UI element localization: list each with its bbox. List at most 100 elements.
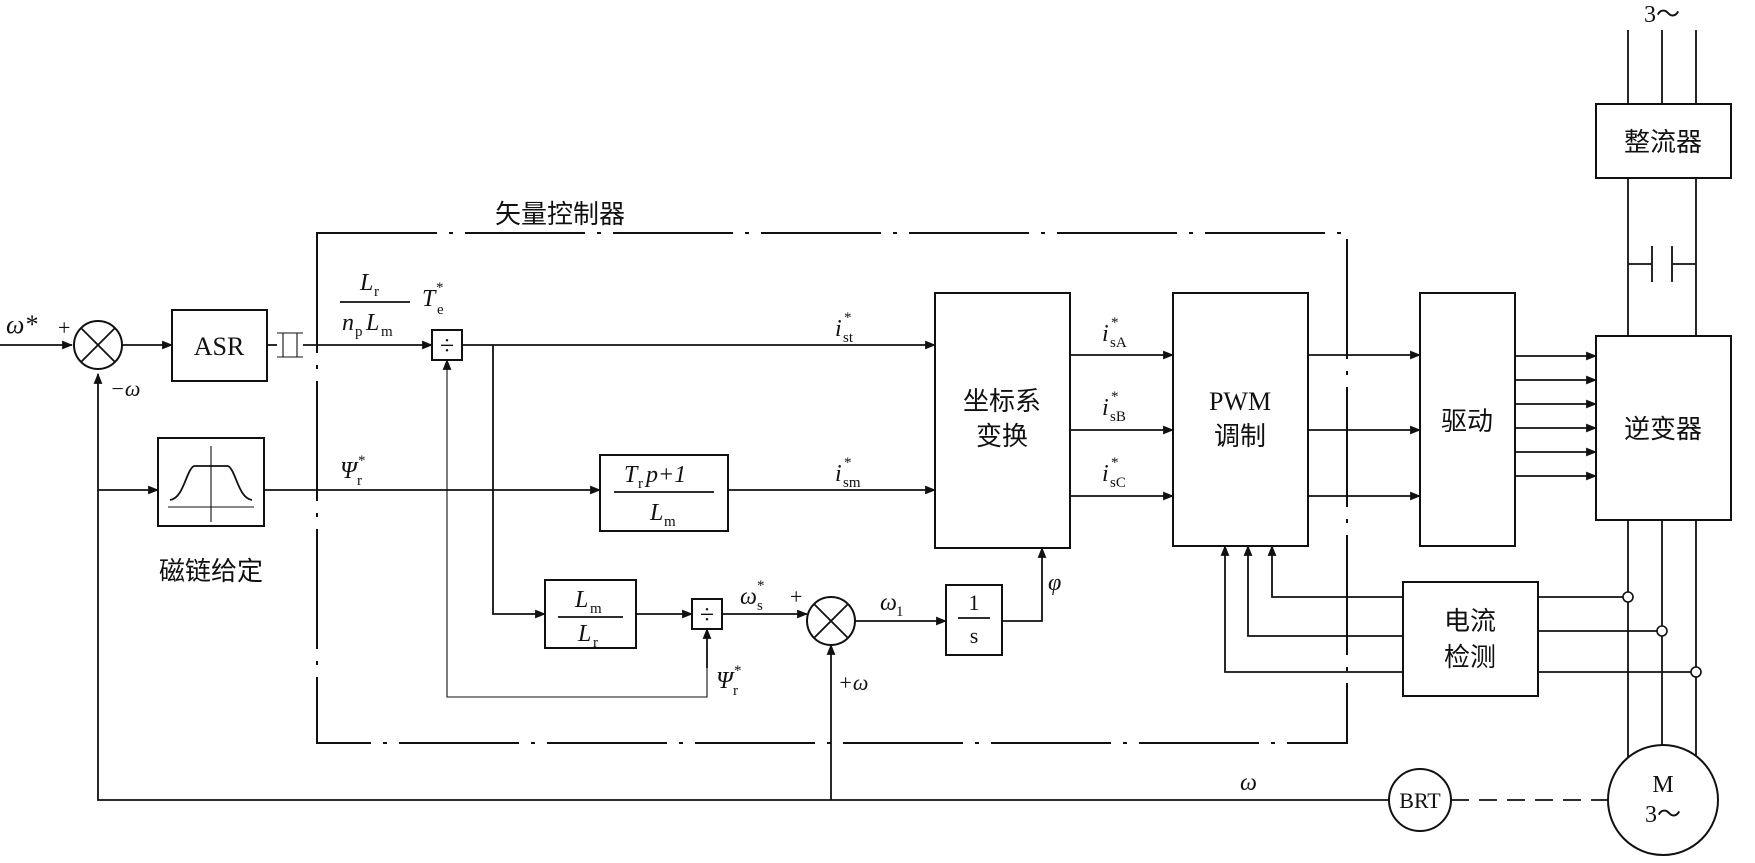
coordinate-transform-block: 坐标系 变换 xyxy=(934,292,1071,549)
current-detection-block: 电流 检测 xyxy=(1402,581,1539,697)
motor-label: M xyxy=(1652,772,1673,798)
svg-text:*: * xyxy=(358,453,366,469)
phi-line xyxy=(1002,546,1047,622)
current-feedback-lines xyxy=(1220,544,1403,673)
flux-setter-block xyxy=(157,437,265,527)
svg-text:r: r xyxy=(357,473,362,489)
svg-text:T: T xyxy=(422,286,437,312)
svg-text:s: s xyxy=(970,623,979,648)
ism-ref-label: i sm * xyxy=(835,455,861,491)
svg-text:*: * xyxy=(1111,389,1119,405)
svg-text:ω: ω xyxy=(740,584,757,610)
omega-feedback-label: ω xyxy=(1240,770,1257,796)
svg-text:Ψ: Ψ xyxy=(716,668,735,694)
rectifier-label: 整流器 xyxy=(1624,128,1702,158)
svg-text:L: L xyxy=(365,310,379,336)
svg-text:Ψ: Ψ xyxy=(340,458,359,484)
svg-text:*: * xyxy=(844,455,852,471)
svg-text:T: T xyxy=(624,462,639,488)
pwm-label: PWM xyxy=(1209,387,1271,416)
speed-feedback-line xyxy=(93,372,1389,801)
motor: M 3～ xyxy=(1607,744,1719,856)
svg-text:*: * xyxy=(757,578,765,594)
svg-text:r: r xyxy=(374,284,379,300)
svg-text:L: L xyxy=(649,500,663,526)
flux-compensation-block: T r p+1 L m xyxy=(599,454,729,532)
minus-omega-label: −ω xyxy=(110,376,140,401)
ist-ref-label: i st * xyxy=(835,310,854,346)
svg-text:r: r xyxy=(733,683,738,699)
rectifier-block: 整流器 xyxy=(1595,103,1732,179)
driver-block: 驱动 xyxy=(1419,292,1516,547)
vector-controller-boundary xyxy=(316,232,1348,744)
svg-text:*: * xyxy=(1111,315,1119,331)
asr-block: ASR xyxy=(171,309,268,382)
omega-ref-label: ω* xyxy=(6,310,37,339)
flux-to-torque-divider-line xyxy=(442,358,708,698)
divide-symbol: ÷ xyxy=(440,331,454,360)
svg-text:1: 1 xyxy=(896,604,904,620)
svg-text:*: * xyxy=(734,663,742,679)
torque-to-slip-line xyxy=(492,345,547,619)
speed-summing-junction xyxy=(73,320,123,370)
svg-text:L: L xyxy=(359,270,373,296)
svg-text:*: * xyxy=(844,310,852,326)
svg-text:m: m xyxy=(381,324,393,340)
isC-ref-label: i sC * xyxy=(1102,455,1126,491)
vector-controller-label: 矢量控制器 xyxy=(495,200,625,230)
svg-text:m: m xyxy=(590,601,602,617)
inverter-label: 逆变器 xyxy=(1624,415,1702,445)
integrator-block: 1 s xyxy=(945,584,1003,656)
slip-gain-block: L m L r xyxy=(544,579,637,651)
pwm-label-2: 调制 xyxy=(1214,422,1266,452)
svg-text:n: n xyxy=(342,310,354,336)
dc-link-capacitor xyxy=(1628,246,1696,282)
brt-label: BRT xyxy=(1399,788,1441,813)
torque-ref-label: T e * xyxy=(422,280,444,318)
svg-text:e: e xyxy=(437,302,444,318)
asr-label: ASR xyxy=(194,332,245,361)
svg-text:i: i xyxy=(835,316,842,342)
svg-text:sC: sC xyxy=(1110,475,1126,491)
supply-label: 3～ xyxy=(1644,2,1680,28)
svg-text:L: L xyxy=(574,587,588,613)
torque-gain-fraction: L r n p L m xyxy=(340,270,410,340)
svg-text:L: L xyxy=(577,621,591,647)
svg-text:ω: ω xyxy=(880,590,897,616)
driver-label: 驱动 xyxy=(1441,407,1493,437)
current-sensing-taps xyxy=(1538,591,1702,678)
isB-ref-label: i sB * xyxy=(1102,389,1126,425)
svg-text:r: r xyxy=(638,476,643,492)
svg-text:st: st xyxy=(843,330,854,346)
svg-text:sB: sB xyxy=(1110,409,1126,425)
psi-divisor-label: Ψ r * xyxy=(716,663,742,699)
svg-text:sA: sA xyxy=(1110,335,1127,351)
isA-ref-label: i sA * xyxy=(1102,315,1127,351)
svg-text:sm: sm xyxy=(843,475,861,491)
svg-text:p+1: p+1 xyxy=(644,462,686,488)
current-detection-label: 电流 xyxy=(1444,607,1496,637)
svg-text:p: p xyxy=(355,324,363,340)
svg-text:i: i xyxy=(1102,461,1109,487)
torque-divider-block: ÷ xyxy=(431,329,463,361)
brt-encoder: BRT xyxy=(1388,768,1452,832)
sum-plus-sign: + xyxy=(58,315,70,340)
svg-text:i: i xyxy=(835,461,842,487)
gate-signal-lines xyxy=(1515,351,1598,481)
plus-omega-label: +ω xyxy=(838,670,868,695)
divide-symbol: ÷ xyxy=(700,600,714,629)
slip-sum-plus-sign: + xyxy=(790,584,802,609)
current-detection-label-2: 检测 xyxy=(1444,643,1496,673)
slip-ref-label: ω s * xyxy=(740,578,765,614)
psi-ref-label: Ψ r * xyxy=(340,453,366,489)
motor-phase-label: 3～ xyxy=(1645,802,1681,828)
svg-text:s: s xyxy=(757,598,763,614)
omega1-label: ω 1 xyxy=(880,590,904,620)
svg-text:*: * xyxy=(1111,455,1119,471)
svg-text:1: 1 xyxy=(969,590,980,615)
phi-label: φ xyxy=(1048,570,1061,596)
svg-text:i: i xyxy=(1102,395,1109,421)
svg-text:r: r xyxy=(593,635,598,651)
flux-setter-label: 磁链给定 xyxy=(159,557,263,587)
